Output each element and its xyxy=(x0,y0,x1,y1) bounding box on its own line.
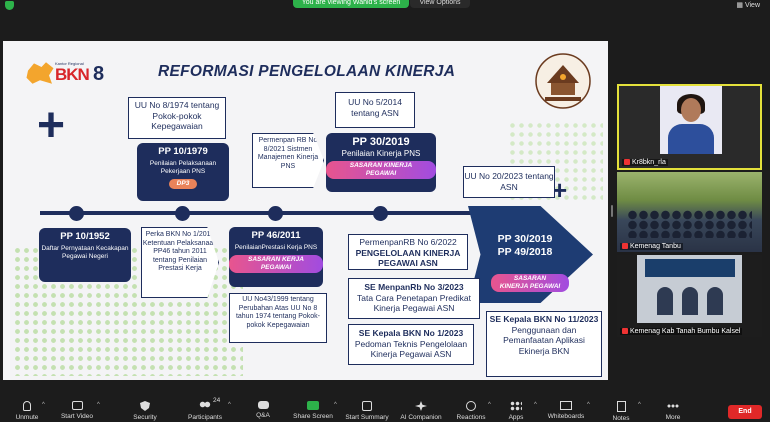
timeline-dot xyxy=(373,206,388,221)
end-meeting-button[interactable]: End xyxy=(728,405,762,419)
mic-muted-icon xyxy=(622,328,628,335)
box-pp30-2019: PP 30/2019 Penilaian Kinerja PNS SASARAN… xyxy=(326,133,436,192)
participant-camera xyxy=(637,255,742,323)
slide-title: REFORMASI PENGELOLAAN KINERJA xyxy=(158,63,456,80)
whiteboards-button[interactable]: Whiteboards xyxy=(539,401,593,420)
audience xyxy=(627,210,752,238)
viewing-screen-indicator: You are viewing Wahid's screen xyxy=(293,0,409,8)
view-button[interactable]: ▦ View xyxy=(736,2,760,9)
timeline-dot xyxy=(268,206,283,221)
shared-screen-slide: Kantor Regional BKN 8 REFORMASI PENGELOL… xyxy=(3,41,608,380)
arrow-label: PP 30/2019 PP 49/2018 xyxy=(497,233,553,258)
view-options-button[interactable]: View Options xyxy=(410,0,470,8)
shield-icon xyxy=(140,401,150,411)
box-se-bkn-11-2023: SE Kepala BKN No 11/2023 Penggunaan dan … xyxy=(486,311,602,377)
box-se-menpan-3-2023: SE MenpanRb No 3/2023 Tata Cara Penetapa… xyxy=(348,278,480,319)
video-off-icon xyxy=(71,401,83,410)
mic-muted-icon xyxy=(624,159,630,166)
start-video-button[interactable]: Start Video xyxy=(50,401,104,420)
apps-grid-icon xyxy=(510,401,522,411)
people-icon xyxy=(199,401,211,411)
arrow-pill-wrap: SASARAN KINERJA PEGAWAI xyxy=(491,271,569,293)
share-screen-button[interactable]: Share Screen xyxy=(286,401,340,420)
summary-icon xyxy=(362,401,372,411)
chevron-up-icon[interactable]: ^ xyxy=(488,402,491,408)
box-uu5-2014: UU No 5/2014 tentang ASN xyxy=(335,92,415,128)
unmute-button[interactable]: Unmute xyxy=(0,401,54,421)
box-uu20-2023: UU No 20/2023 tentang ASN xyxy=(463,166,555,198)
box-pp46-2011: PP 46/2011 PenilaianPrestasi Kerja PNS S… xyxy=(229,227,323,287)
timeline-dot xyxy=(175,206,190,221)
top-bar: You are viewing Wahid's screen View Opti… xyxy=(0,0,770,12)
plus-icon: + xyxy=(552,175,568,205)
participant-name: Kr8bkn_rla xyxy=(622,159,668,166)
grid-icon: ▦ xyxy=(736,2,745,9)
box-pp10-1952: PP 10/1952 Daftar Pernyataan Kecakapan P… xyxy=(39,228,131,282)
participant-video-active[interactable]: Kr8bkn_rla xyxy=(617,84,762,170)
chevron-up-icon[interactable]: ^ xyxy=(534,402,537,408)
whiteboard-icon xyxy=(560,401,572,410)
more-dots-icon xyxy=(667,401,679,411)
plus-icon: + xyxy=(37,99,66,152)
chevron-up-icon[interactable]: ^ xyxy=(228,402,231,408)
participant-video[interactable]: Kemenag Kab Tanah Bumbu Kalsel xyxy=(617,255,762,337)
participants-count: 24 xyxy=(213,397,221,404)
microphone-muted-icon xyxy=(23,401,31,411)
chevron-up-icon[interactable]: ^ xyxy=(97,402,100,408)
chevron-up-icon[interactable]: ^ xyxy=(587,402,590,408)
participant-video[interactable]: Kemenag Tanbu xyxy=(617,172,762,252)
panel-resize-handle[interactable] xyxy=(611,205,613,217)
chevron-up-icon[interactable]: ^ xyxy=(334,402,337,408)
box-uu43-1999: UU No43/1999 tentang Perubahan Atas UU N… xyxy=(229,293,327,343)
chevron-up-icon[interactable]: ^ xyxy=(42,402,45,408)
mic-muted-icon xyxy=(622,243,628,250)
box-permenpan-8-2021: Permenpan RB No 8/2021 Sistmen Manajemen… xyxy=(252,133,324,188)
meeting-toolbar: Unmute ^ Start Video ^ Security Particip… xyxy=(0,393,770,422)
timeline-dot xyxy=(69,206,84,221)
ai-companion-button[interactable]: AI Companion xyxy=(394,401,448,421)
start-summary-button[interactable]: Start Summary xyxy=(340,401,394,421)
box-permenpan-6-2022: PermenpanRB No 6/2022 PENGELOLAAN KINERJ… xyxy=(348,234,468,270)
sparkle-icon xyxy=(415,401,427,411)
rumah-kepegawaian-emblem-icon xyxy=(535,53,591,109)
chevron-up-icon[interactable]: ^ xyxy=(638,402,641,408)
indonesia-map-icon xyxy=(26,62,54,84)
participant-name: Kemenag Kab Tanah Bumbu Kalsel xyxy=(620,328,743,335)
notes-icon xyxy=(616,401,626,412)
box-pp10-1979: PP 10/1979 Penilaian Pelaksanaan Pekerja… xyxy=(137,143,229,201)
participant-camera xyxy=(660,86,722,154)
participant-name: Kemenag Tanbu xyxy=(620,243,683,250)
box-se-bkn-1-2023: SE Kepala BKN No 1/2023 Pedoman Teknis P… xyxy=(348,324,474,365)
security-button[interactable]: Security xyxy=(118,401,172,421)
box-uu8-1974: UU No 8/1974 tentang Pokok-pokok Kepegaw… xyxy=(128,97,226,139)
notes-button[interactable]: Notes xyxy=(594,401,648,422)
reactions-button[interactable]: Reactions xyxy=(444,401,498,421)
more-button[interactable]: More xyxy=(646,401,700,421)
qa-button[interactable]: Q&A xyxy=(236,401,290,419)
bkn-logo: Kantor Regional BKN 8 xyxy=(25,57,115,89)
encryption-shield-icon[interactable] xyxy=(5,1,14,10)
chat-bubble-icon xyxy=(257,401,269,409)
box-perka-bkn-1-2013: Perka BKN No 1/2013 Ketentuan Pelaksanaa… xyxy=(141,227,219,298)
share-screen-icon xyxy=(307,401,319,410)
apps-button[interactable]: Apps xyxy=(489,401,543,421)
smiley-icon xyxy=(466,401,476,411)
participants-button[interactable]: Participants xyxy=(178,401,232,421)
